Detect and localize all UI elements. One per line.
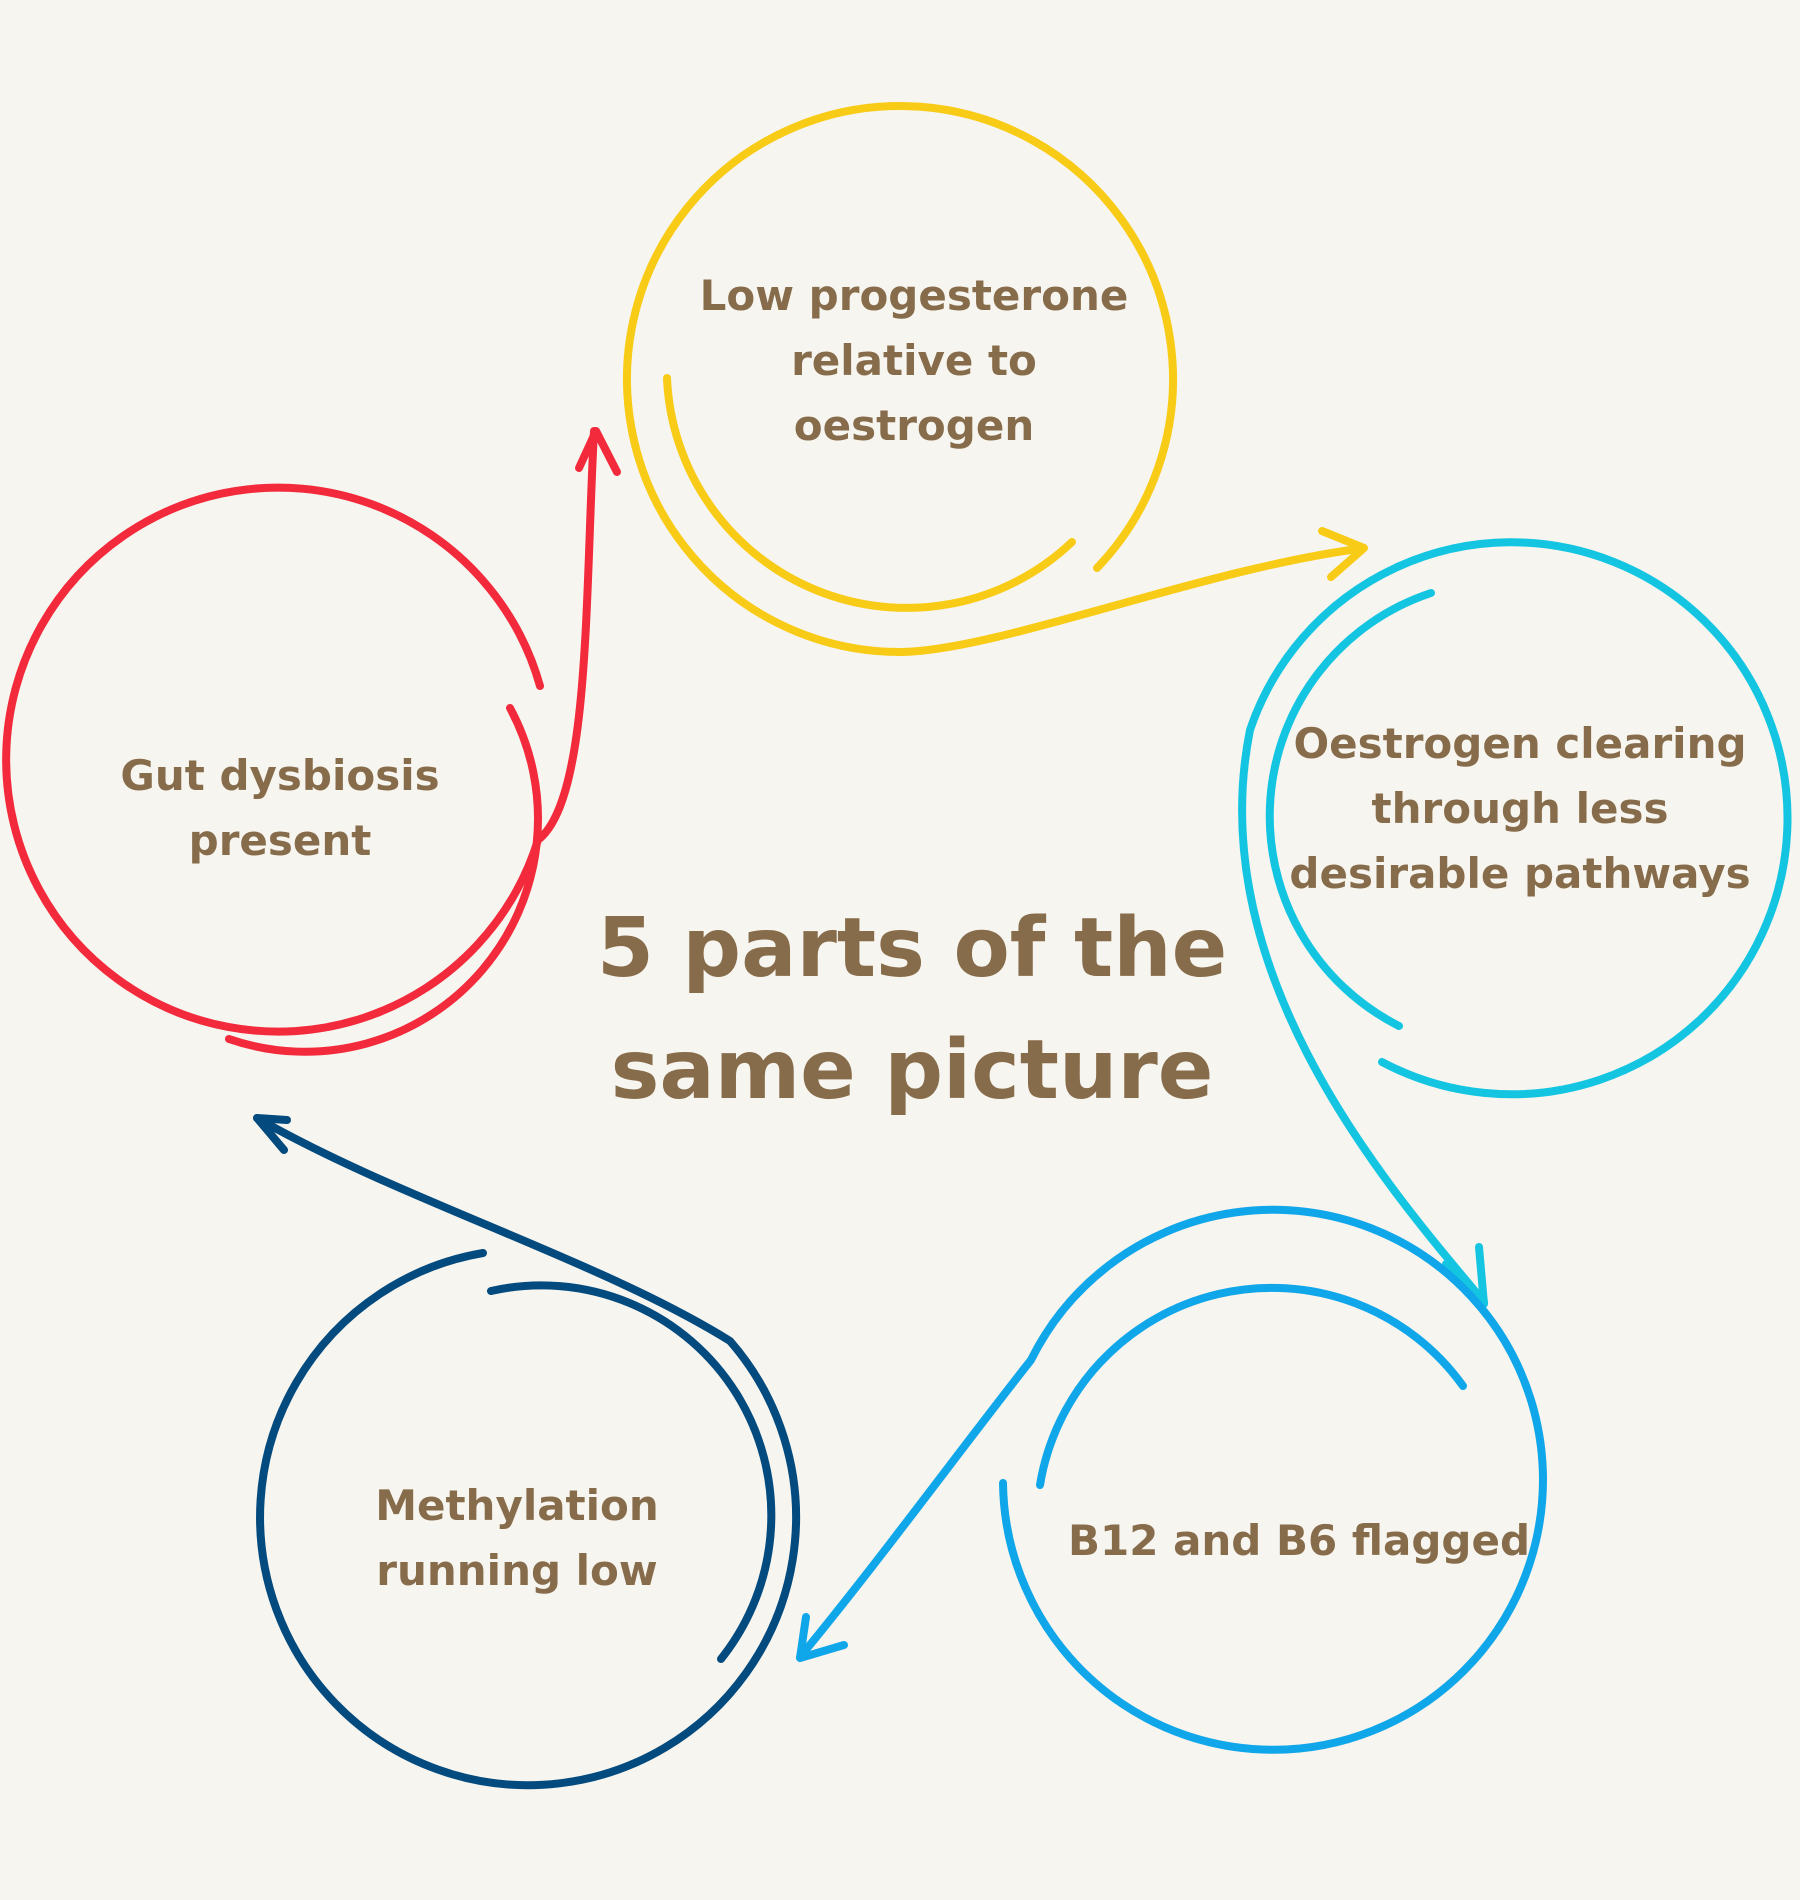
node-gut-line-2: present [188,816,372,865]
node-oestrogen-label: Oestrogen clearing through less desirabl… [1280,708,1760,908]
b12-outer-ring [796,1205,1547,1754]
gut-arrowhead-icon [575,427,621,476]
node-methylation-line-1: Methylation [375,1481,659,1530]
node-progesterone-line-1: Low progesterone [699,270,1129,320]
node-oestrogen-line-3: desirable pathways [1289,848,1751,898]
node-methylation-line-2: running low [376,1546,658,1595]
methylation-arrowhead-icon [253,1114,291,1154]
diagram-title-line-1: 5 parts of the [596,901,1228,996]
node-b12-ring [796,1205,1547,1754]
node-b12-line-1: B12 and B6 flagged [1067,1515,1531,1565]
node-progesterone-line-3: oestrogen [793,400,1035,450]
b12-arrowhead-icon [796,1613,848,1662]
methylation-outer-ring [253,1114,801,1790]
progesterone-outer-ring [623,102,1362,657]
node-gut-ring [2,427,621,1056]
node-methylation-label: Methylation running low [317,1468,717,1608]
oestrogen-arrowhead-icon [1442,1243,1488,1308]
gut-inner-arc [225,704,542,1056]
node-progesterone-line-2: relative to [791,335,1037,385]
diagram-title: 5 parts of the same picture [512,890,1312,1130]
node-oestrogen-line-1: Oestrogen clearing [1293,718,1747,768]
node-progesterone-label: Low progesterone relative to oestrogen [664,260,1164,460]
diagram-title-line-2: same picture [610,1023,1214,1118]
node-progesterone-ring [623,102,1368,657]
node-gut-line-1: Gut dysbiosis [120,751,440,800]
node-b12-label: B12 and B6 flagged [1059,1505,1539,1575]
node-oestrogen-line-2: through less [1371,783,1669,833]
node-oestrogen-ring [1238,538,1792,1308]
b12-inner-arc [1036,1283,1467,1489]
node-gut-label: Gut dysbiosis present [100,738,460,878]
progesterone-inner-arc [663,374,1076,612]
progesterone-arrowhead-icon [1318,527,1368,581]
methylation-inner-arc [487,1281,776,1663]
node-methylation-ring [253,1114,801,1790]
oestrogen-outer-ring [1238,538,1792,1306]
oestrogen-inner-arc [1265,589,1435,1030]
